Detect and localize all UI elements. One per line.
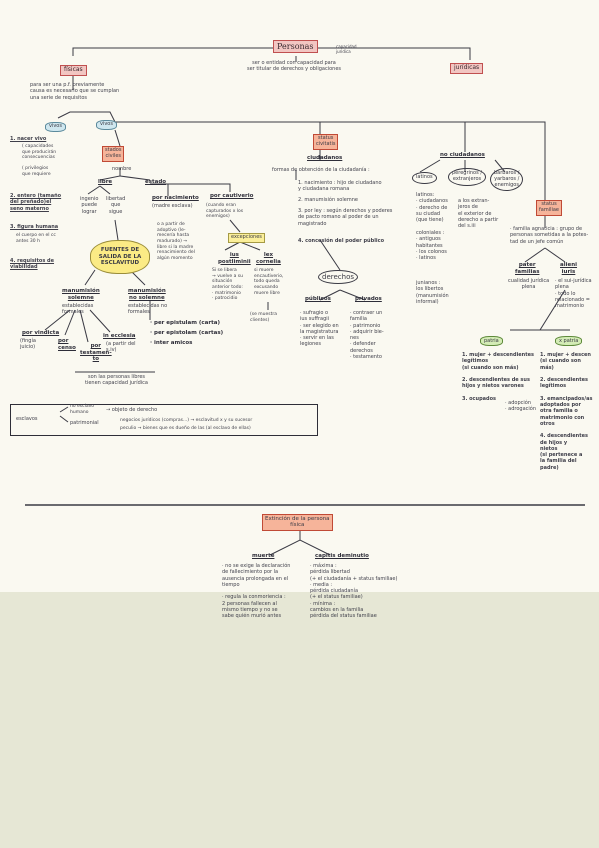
alieni-sub: · el sui-jurídica plena · todo lo relaci… [555,278,592,309]
ius-postliminii: ius postliminii [218,252,251,265]
lex-cornelia-note: (se muestra clientes) [250,312,278,323]
stados-civiles-box: stados civiles [102,146,125,162]
juridicas-box: jurídicas [450,63,484,74]
matrimonio-bubble: x patria [555,336,583,346]
libertos-note: son las personas libres tienen capacidad… [85,374,148,387]
fisicas-definition: para ser una p.f. previamente causa es n… [30,82,120,101]
in-ecclesia-sub: (a partir del s.iv) [106,341,136,354]
familia-detail: · familia agnaticia : grupo de personas … [510,226,589,245]
esclavos-row2a: patrimonial [70,420,99,426]
adopt-list: · adopción · adrogación [505,400,537,413]
esclavos-row2b: negocios jurídicos (compras...) → esclav… [120,418,253,423]
root-personas: Personas [273,40,318,54]
root-definition: ser o entidad con capacidad para ser tit… [247,60,342,73]
capitis-label: capitis deminutio [315,553,369,559]
derechos-oval: derechos [318,270,358,285]
ns-list-2: · per epistolam (cartas) [150,330,224,336]
estado-label: estado [145,179,167,185]
pater-familias: pater familias [515,262,540,275]
barbaros-oval: bárbaros / yarbaros / enemigos [490,168,524,192]
matri-list: 1. mujer + descen (si cuando son más) 2.… [540,352,593,471]
extincion-box: Extinción de la persona física [262,514,333,531]
muerte-list: · no se exige la declaración de fallecim… [222,563,291,619]
libre-label: libre [98,179,113,185]
capitis-list: · máxima : pérdida libertad (+ el ciudad… [310,563,398,619]
junianos-list: junianos : los libertos (manumisión info… [416,280,449,305]
req-3a: el cuerpo en el cc antes 30 h [16,233,56,244]
lex-cornelia: lex cornelia [256,252,281,265]
publicos-list: · sufragio o ius suffragii · ser elegido… [300,310,339,348]
publicos-label: públicos [305,296,331,302]
paper-background-bottom [0,592,599,848]
ingenio-label: ingenio puede lograr [80,196,99,215]
req-2: 2. entero (tamaño del preñado)el seno ma… [10,193,62,212]
req-4: 4. requisitos de viabilidad [10,258,55,271]
esclavos-label: esclavos [16,416,38,422]
muerte-label: muerte [252,553,275,559]
privados-label: privados [355,296,382,302]
status-civitatis-box: status civitatis [313,134,339,150]
root-note: capacidad juridica [336,44,357,54]
lex-cornelia-detail: si muere encautiverio, todo queda excusa… [254,268,284,296]
por-nacimiento-sub: (madre esclava) [152,203,193,209]
por-testamento: por testamen- to [80,343,112,363]
esclavos-box [10,404,318,436]
req-1b: ( privilegios que requiere [22,166,51,177]
no-ciudadanos-label: no ciudadanos [440,152,485,158]
fisicas-box: físicas [60,65,87,76]
formas-title: formas de obtención de la ciudadanía : [272,167,370,173]
req-1: 1. nacer vivo [10,136,47,142]
peregrinos-detail: a los extran- jeros de el exterior de de… [458,198,499,229]
latinos-list: latinos: · ciudadanos · derecho de su ci… [416,192,448,223]
patria-bubble: patria [480,336,503,346]
excepciones-box: excepciones [228,233,265,243]
forma-1: 1. nacimiento : hijo de ciudadano y ciud… [298,180,382,193]
status-familiae-box: status familiae [536,200,563,216]
in-ecclesia: in ecclesia [103,333,136,339]
libertad-label: libertad que sigue [106,196,126,215]
fuentes-salida-cloud: FUENTES DE SALIDA DE LA ESCLAVITUD [90,240,150,274]
patria-list: 1. mujer + descendientes legítimos (si c… [462,352,534,402]
forma-3: 3. por ley : según derechos y poderes de… [298,208,393,227]
por-nacimiento-label: por nacimiento [152,195,199,201]
ns-list-3: · inter amicos [150,340,193,346]
manumision-solemne: manumisión solemne [62,288,100,301]
req-3: 3. figura humana [10,224,59,230]
forma-2: 2. manumisión solemne [298,197,358,203]
por-cautiverio-detail: (cuando eran capturados x los enemigos) [206,203,244,220]
alieni-iuris: alieni iuris [560,262,578,275]
forma-4: 4. concesión del poder público [298,238,385,244]
ius-postliminii-detail: Si se libera → vuelve a su situación ant… [212,268,243,302]
ciudadanos-label: ciudadanos [307,155,343,161]
esclavos-row1a: no esclavo humano [70,404,95,415]
por-vindicta-sub: (fingía juicio) [20,338,36,351]
privados-list: · contraer un familia · patrimonio · adq… [350,310,384,360]
esclavos-row1b: → objeto de derecho [106,407,158,413]
latinos-oval: latinos [412,172,437,184]
nombre-label: nombre [112,166,132,172]
manumision-solemne-sub: establecidas formales [62,303,94,316]
por-vindicta: por vindicta [22,330,60,336]
manumision-no-solemne: manumisión no solemne [128,288,166,301]
pater-sub: cualidad jurídica plena [508,278,550,291]
manumision-no-solemne-sub: establecidas no formales [128,303,168,316]
por-cautiverio-label: por cautiverio [210,193,254,199]
por-censo: por censo [58,338,76,351]
esclavos-row2c: peculio → bienes que es dueño de las (al… [120,426,251,431]
ns-list-1: · per epistulam (carta) [150,320,220,326]
req-1a: ( capacidades que producirán consecuenci… [22,144,57,161]
bubble-vivos-2: vivos [96,120,117,130]
bubble-vivos: vivos [45,122,66,132]
por-nacimiento-detail: o a partir de adoptivo (le- mecería hast… [157,222,195,261]
coloniales-list: coloniales : · antiguos habitantes · los… [416,230,447,261]
peregrinos-oval: peregrinos / extranjeros [448,168,486,186]
